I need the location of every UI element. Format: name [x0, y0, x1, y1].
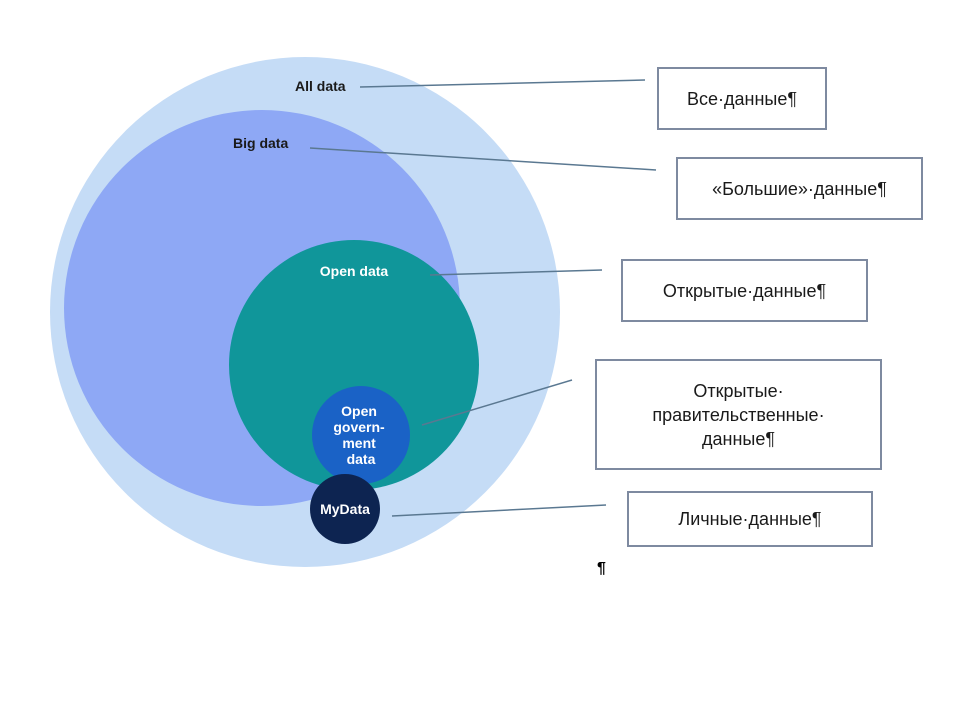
all-data-label: All data: [295, 78, 346, 94]
mydata-ru-label: Личные·данные¶: [627, 491, 873, 547]
open-government-data-label: Open govern- ment data: [333, 403, 388, 467]
connector-open-data: [429, 269, 603, 276]
big-data-label: Big data: [233, 135, 288, 151]
connector-big-data: [309, 147, 657, 171]
paragraph-mark: ¶: [597, 560, 606, 577]
mydata-circle: [310, 474, 380, 544]
mydata-label: MyData: [320, 501, 370, 517]
open-government-data-circle: [312, 386, 410, 484]
connector-open-government-data: [421, 379, 573, 426]
big-data-ru-label: «Большие»·данные¶: [676, 157, 923, 220]
open-data-circle: [229, 240, 479, 490]
open-government-data-label-line: govern-: [333, 419, 385, 435]
open-data-label: Open data: [320, 263, 389, 279]
connector-all-data: [359, 79, 646, 88]
open-government-data-label-line: data: [347, 451, 376, 467]
all-data-ru-label: Все·данные¶: [657, 67, 827, 130]
open-government-data-label-line: Open: [341, 403, 377, 419]
open-government-data-label-line: ment: [342, 435, 376, 451]
open-data-ru-label: Открытые·данные¶: [621, 259, 868, 322]
open-government-data-ru-label: Открытые· правительственные· данные¶: [595, 359, 882, 470]
connector-mydata: [391, 504, 607, 517]
